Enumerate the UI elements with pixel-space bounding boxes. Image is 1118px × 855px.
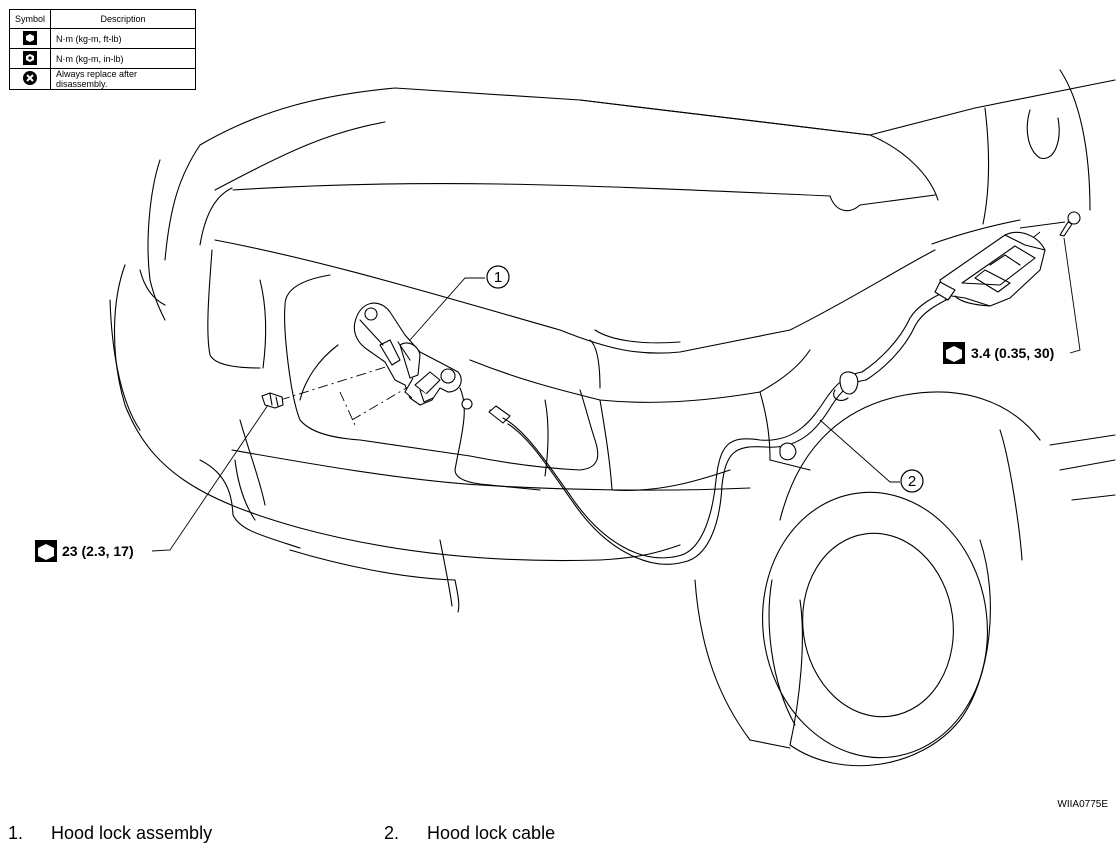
hood-release-handle: [934, 231, 1046, 307]
symbol-legend-table: Symbol Description N·m (kg-m, ft-lb) N·m…: [8, 9, 197, 90]
vehicle-body-outline: [109, 69, 1116, 767]
cable-end-ring: [461, 398, 473, 410]
torque-spec-hood-lock-bolt-text: 23 (2.3, 17): [62, 543, 134, 559]
callout-2-label: 2: [908, 473, 916, 490]
torque-spec-cable-screw: 3.4 (0.35, 30): [943, 237, 1081, 364]
callout-1: 1: [409, 265, 510, 341]
cable-bracket-screw: [1059, 211, 1081, 237]
legend-row: N·m (kg-m, ft-lb): [8, 28, 197, 49]
legend-row: Always replace after disassembly.: [8, 68, 197, 90]
legend-description: N·m (kg-m, in-lb): [50, 48, 197, 69]
torque-wrench-ft-lb-icon: [23, 30, 37, 45]
part-number: 1.: [8, 823, 24, 843]
torque-spec-cable-screw-text: 3.4 (0.35, 30): [971, 345, 1054, 361]
cable-clip: [779, 442, 797, 461]
torque-wrench-in-lb-icon: [23, 50, 37, 65]
hood-lock-cable: [488, 291, 951, 565]
torque-spec-hood-lock-bolt: 23 (2.3, 17): [35, 404, 269, 562]
callout-1-label: 1: [494, 269, 502, 286]
legend-header-description: Description: [50, 9, 197, 29]
parts-list-item: 1. Hood lock assembly: [8, 823, 384, 844]
callout-2: 2: [819, 419, 924, 493]
legend-description: Always replace after disassembly.: [50, 68, 197, 90]
torque-wrench-icon: [38, 544, 54, 560]
parts-list: 1. Hood lock assembly 2. Hood lock cable: [8, 823, 555, 844]
legend-description: N·m (kg-m, ft-lb): [50, 28, 197, 49]
hood-lock-bolt: [261, 392, 284, 409]
image-code: WIIA0775E: [1057, 799, 1108, 810]
hood-lock-assembly: [353, 302, 462, 406]
parts-list-item: 2. Hood lock cable: [384, 823, 555, 844]
part-name: Hood lock assembly: [51, 823, 213, 843]
replace-after-disassembly-icon: [23, 71, 37, 85]
legend-header-symbol: Symbol: [8, 9, 52, 29]
part-name: Hood lock cable: [427, 823, 556, 843]
part-number: 2.: [384, 823, 400, 843]
legend-row: N·m (kg-m, in-lb): [8, 48, 197, 69]
torque-wrench-in-lb-icon: [946, 346, 962, 362]
